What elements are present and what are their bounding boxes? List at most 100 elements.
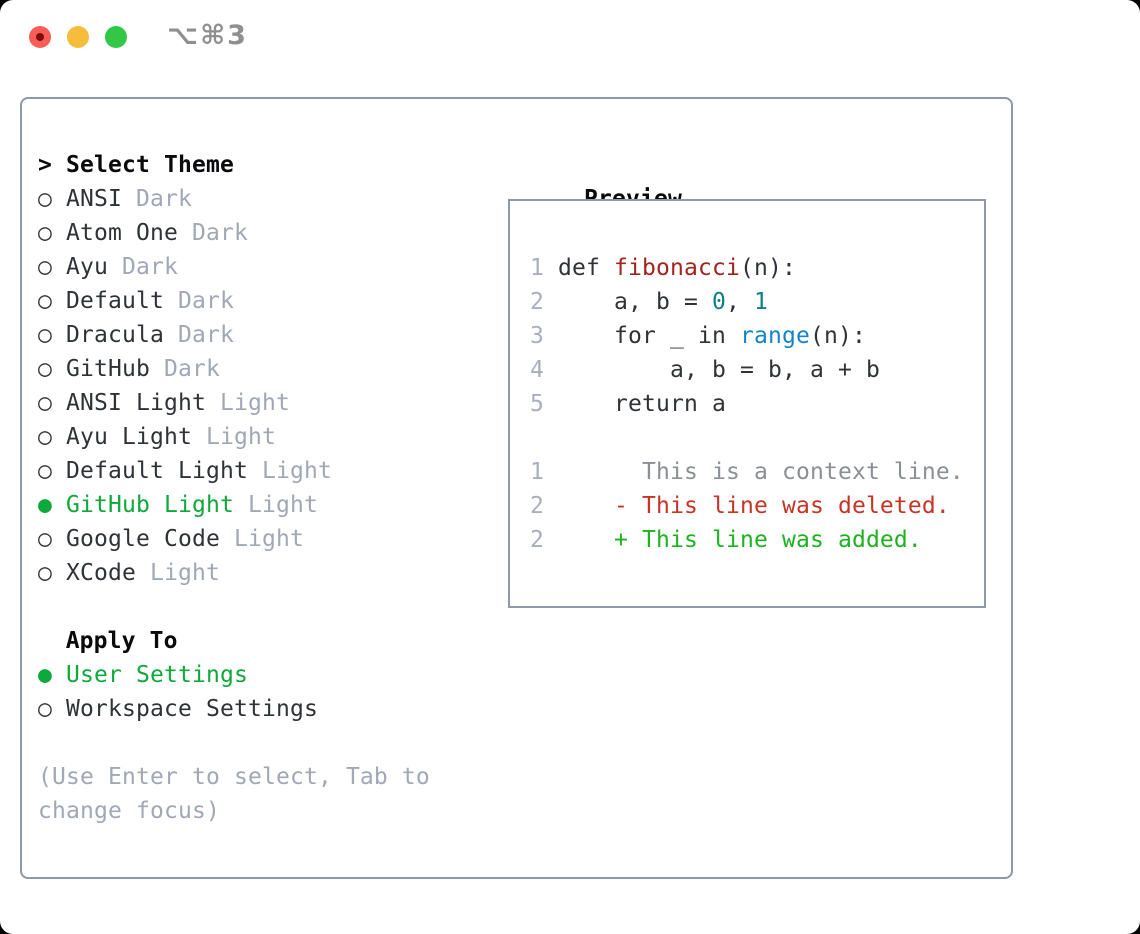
code-token: a, b = b, a + b	[558, 357, 880, 383]
code-token: for _ in	[558, 323, 740, 349]
select-theme-header: > Select Theme	[38, 148, 430, 182]
apply-option-label: Workspace Settings	[66, 696, 318, 722]
theme-variant-badge: Light	[136, 560, 220, 586]
close-button[interactable]	[29, 26, 51, 48]
theme-name: Atom One	[66, 220, 178, 246]
radio-unselected-icon: ○	[38, 220, 66, 246]
radio-unselected-icon: ○	[38, 526, 66, 552]
code-token: ,	[725, 289, 754, 315]
code-token: (n):	[809, 323, 866, 349]
radio-unselected-icon: ○	[38, 356, 66, 382]
theme-option-default-light[interactable]: ○ Default Light Light	[38, 454, 430, 488]
spacer	[38, 726, 430, 760]
apply-to-title: Apply To	[65, 628, 178, 654]
titlebar: ⌥⌘3	[0, 0, 1140, 76]
code-token: return a	[558, 391, 726, 417]
focus-caret-icon: >	[38, 152, 66, 178]
theme-selector-panel: > Select Theme○ ANSI Dark○ Atom One Dark…	[20, 97, 1013, 879]
apply-option-workspace-settings[interactable]: ○ Workspace Settings	[38, 692, 430, 726]
code-line: 1 def fibonacci(n):	[530, 251, 964, 285]
theme-option-atom-one[interactable]: ○ Atom One Dark	[38, 216, 430, 250]
code-token: def	[558, 255, 614, 281]
unsaved-dot-icon	[36, 33, 44, 41]
theme-name: Default	[66, 288, 164, 314]
theme-name: Google Code	[66, 526, 220, 552]
help-text: (Use Enter to select, Tab to	[38, 760, 430, 794]
theme-option-ayu-light[interactable]: ○ Ayu Light Light	[38, 420, 430, 454]
theme-list-column: > Select Theme○ ANSI Dark○ Atom One Dark…	[38, 148, 430, 828]
theme-variant-badge: Dark	[163, 322, 234, 348]
theme-option-default[interactable]: ○ Default Dark	[38, 284, 430, 318]
theme-option-github[interactable]: ○ GitHub Dark	[38, 352, 430, 386]
line-number: 4	[530, 357, 558, 383]
theme-name: ANSI Light	[66, 390, 206, 416]
code-line: 2 - This line was deleted.	[530, 489, 964, 523]
line-number: 2	[530, 527, 558, 553]
theme-option-dracula[interactable]: ○ Dracula Dark	[38, 318, 430, 352]
code-token: fibonacci	[614, 255, 740, 281]
code-line: 2 + This line was added.	[530, 523, 964, 557]
radio-unselected-icon: ○	[38, 186, 66, 212]
theme-name: GitHub Light	[66, 492, 234, 518]
apply-to-header: Apply To	[38, 624, 430, 658]
theme-variant-badge: Light	[205, 390, 290, 416]
help-text-line: (Use Enter to select, Tab to	[38, 764, 430, 790]
theme-variant-badge: Dark	[177, 220, 248, 246]
line-number: 2	[530, 493, 558, 519]
apply-option-user-settings[interactable]: ● User Settings	[38, 658, 430, 692]
spacer	[38, 590, 430, 624]
code-token: (n):	[739, 255, 796, 281]
theme-variant-badge: Light	[191, 424, 276, 450]
preview-header: Preview	[500, 148, 682, 212]
radio-selected-icon: ●	[38, 662, 66, 688]
radio-unselected-icon: ○	[38, 322, 66, 348]
select-theme-title: Select Theme	[66, 152, 234, 178]
code-token: 0	[711, 289, 726, 315]
zoom-button[interactable]	[105, 26, 127, 48]
theme-option-google-code[interactable]: ○ Google Code Light	[38, 522, 430, 556]
theme-variant-badge: Light	[219, 526, 304, 552]
theme-option-ansi[interactable]: ○ ANSI Dark	[38, 182, 430, 216]
theme-name: GitHub	[66, 356, 150, 382]
radio-selected-icon: ●	[38, 492, 66, 518]
line-number: 1	[530, 255, 558, 281]
code-token: a, b =	[558, 289, 712, 315]
theme-option-xcode[interactable]: ○ XCode Light	[38, 556, 430, 590]
apply-option-label: User Settings	[66, 662, 248, 688]
theme-variant-badge: Dark	[149, 356, 220, 382]
theme-name: XCode	[66, 560, 136, 586]
minimize-button[interactable]	[67, 26, 89, 48]
theme-option-ayu[interactable]: ○ Ayu Dark	[38, 250, 430, 284]
theme-name: Dracula	[66, 322, 164, 348]
radio-unselected-icon: ○	[38, 424, 66, 450]
code-line: 5 return a	[530, 387, 964, 421]
help-text-line: change focus)	[38, 798, 220, 824]
spacer	[530, 421, 964, 455]
theme-option-ansi-light[interactable]: ○ ANSI Light Light	[38, 386, 430, 420]
theme-variant-badge: Dark	[163, 288, 234, 314]
theme-variant-badge: Dark	[108, 254, 178, 280]
theme-name: Ayu Light	[66, 424, 192, 450]
theme-variant-badge: Light	[233, 492, 318, 518]
theme-name: Ayu	[66, 254, 108, 280]
window-title-shortcut: ⌥⌘3	[167, 20, 248, 51]
theme-option-github-light[interactable]: ● GitHub Light Light	[38, 488, 430, 522]
code-line: 3 for _ in range(n):	[530, 319, 964, 353]
code-token: + This line was added.	[558, 527, 922, 553]
line-number: 3	[530, 323, 558, 349]
help-text: change focus)	[38, 794, 430, 828]
theme-name: Default Light	[66, 458, 248, 484]
radio-unselected-icon: ○	[38, 288, 66, 314]
code-token: range	[739, 323, 810, 349]
line-number: 2	[530, 289, 558, 315]
code-line: 4 a, b = b, a + b	[530, 353, 964, 387]
theme-variant-badge: Light	[247, 458, 332, 484]
code-token: 1	[753, 289, 768, 315]
theme-name: ANSI	[66, 186, 122, 212]
radio-unselected-icon: ○	[38, 560, 66, 586]
line-number: 1	[530, 459, 558, 485]
radio-unselected-icon: ○	[38, 254, 66, 280]
